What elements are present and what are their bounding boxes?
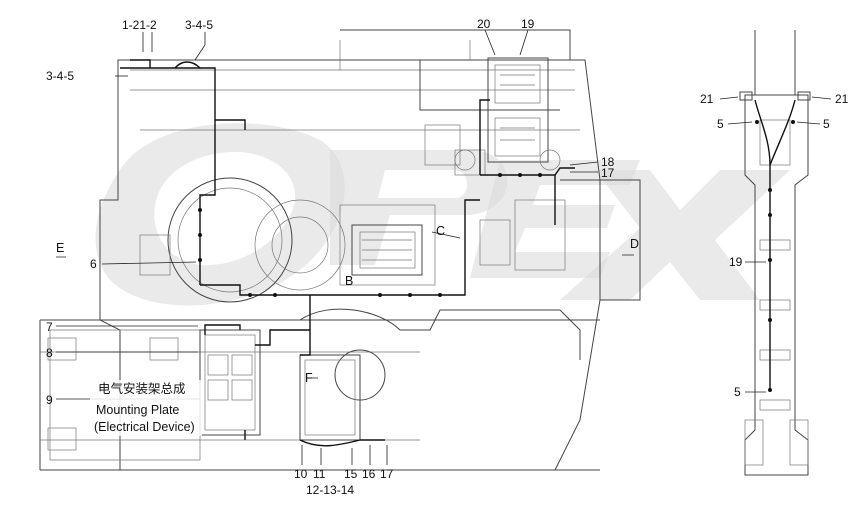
component-right xyxy=(479,179,641,301)
label-12-13-14: 12-13-14 xyxy=(306,483,354,497)
label-5-right: 5 xyxy=(823,117,830,131)
label-5-bottom: 5 xyxy=(734,385,741,399)
label-6: 6 xyxy=(90,257,97,271)
wiring-harness xyxy=(120,59,796,447)
label-21-left: 21 xyxy=(700,92,714,106)
label-D: D xyxy=(630,237,639,251)
label-18: 18 xyxy=(601,155,615,169)
label-8: 8 xyxy=(46,346,53,360)
label-21-right: 21 xyxy=(835,92,849,106)
label-3-4-5-left: 3-4-5 xyxy=(46,69,74,83)
label-B: B xyxy=(345,274,353,288)
caption-en-2: (Electrical Device) xyxy=(94,420,195,434)
connectors xyxy=(198,120,795,392)
label-3-4-5-top: 3-4-5 xyxy=(185,18,213,32)
label-19-top: 19 xyxy=(521,17,535,31)
engine-upper xyxy=(454,57,561,171)
label-17-right: 17 xyxy=(601,166,615,180)
electrical-panel xyxy=(199,329,261,436)
label-15: 15 xyxy=(344,467,358,481)
caption-en-1: Mounting Plate xyxy=(96,403,179,417)
label-1-21-2: 1-21-2 xyxy=(122,18,157,32)
label-C: C xyxy=(436,224,445,238)
label-5-left: 5 xyxy=(717,117,724,131)
label-17-bottom: 17 xyxy=(380,467,394,481)
side-frame xyxy=(739,30,811,476)
mounting-plate-caption: 电气安装架总成 Mounting Plate (Electrical Devic… xyxy=(90,380,202,436)
label-7: 7 xyxy=(46,320,53,334)
label-F: F xyxy=(305,371,313,385)
label-20: 20 xyxy=(477,17,491,31)
label-10: 10 xyxy=(294,467,308,481)
label-19-right: 19 xyxy=(729,255,743,269)
caption-zh: 电气安装架总成 xyxy=(98,381,186,396)
label-11: 11 xyxy=(313,467,326,481)
gear-left xyxy=(139,177,346,303)
exhaust-assembly xyxy=(299,308,581,441)
label-9: 9 xyxy=(46,393,53,407)
engine-block xyxy=(339,204,436,286)
part-labels: 1-21-2 3-4-5 3-4-5 20 19 18 17 21 21 5 5… xyxy=(46,17,849,497)
label-E: E xyxy=(56,241,64,255)
label-16: 16 xyxy=(362,467,376,481)
